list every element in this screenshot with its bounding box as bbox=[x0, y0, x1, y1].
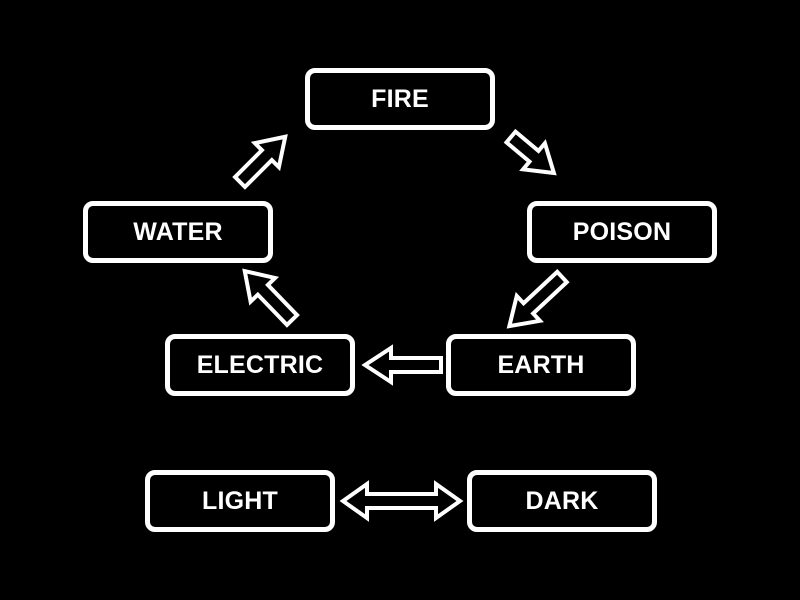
node-poison: POISON bbox=[527, 201, 717, 263]
arrow-light-dark-double-icon bbox=[339, 480, 464, 522]
node-earth-label: EARTH bbox=[497, 350, 585, 379]
node-dark-label: DARK bbox=[525, 486, 599, 515]
arrow-water-to-fire-icon bbox=[232, 134, 288, 190]
arrow-earth-to-electric-icon bbox=[361, 344, 443, 386]
node-light-label: LIGHT bbox=[202, 486, 278, 515]
node-poison-label: POISON bbox=[572, 217, 672, 246]
node-water-label: WATER bbox=[133, 217, 223, 246]
node-fire: FIRE bbox=[305, 68, 495, 130]
arrow-fire-to-poison-icon bbox=[503, 128, 557, 176]
node-light: LIGHT bbox=[145, 470, 335, 532]
node-earth: EARTH bbox=[446, 334, 636, 396]
node-fire-label: FIRE bbox=[371, 84, 429, 113]
node-electric-label: ELECTRIC bbox=[196, 350, 324, 379]
node-water: WATER bbox=[83, 201, 273, 263]
node-dark: DARK bbox=[467, 470, 657, 532]
arrow-poison-to-earth-icon bbox=[506, 269, 570, 329]
arrow-electric-to-water-icon bbox=[242, 268, 300, 328]
node-electric: ELECTRIC bbox=[165, 334, 355, 396]
